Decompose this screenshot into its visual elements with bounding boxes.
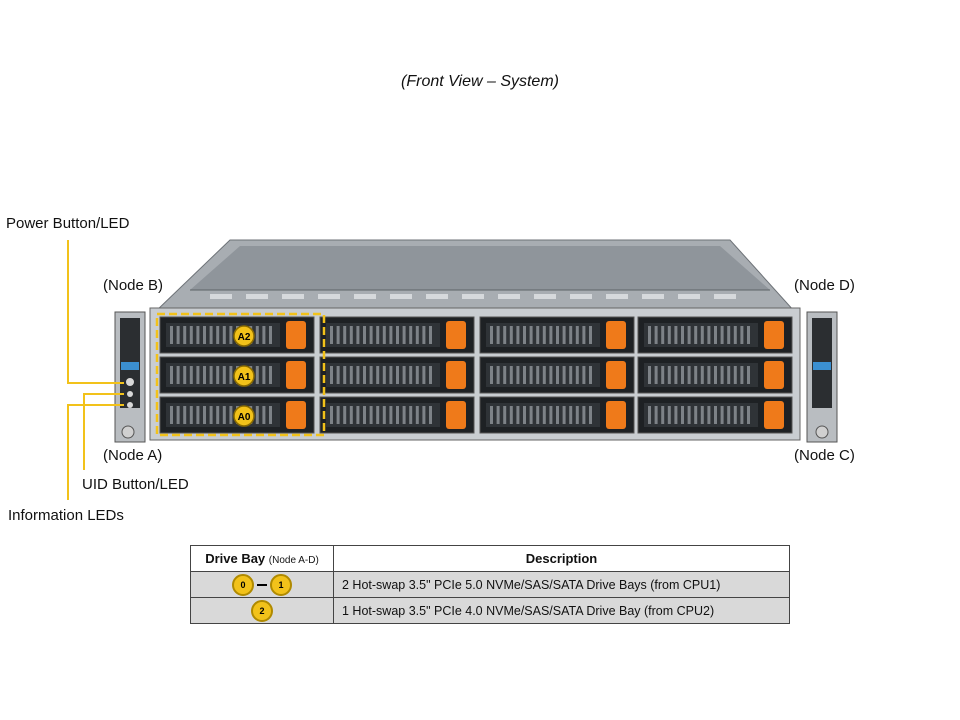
drive-latch: [286, 361, 306, 389]
table-header: Drive Bay (Node A-D) Description: [190, 545, 790, 572]
drive-latch: [606, 321, 626, 349]
drive-latch: [606, 401, 626, 429]
drive-tray: [479, 356, 635, 394]
left-logo-badge: [121, 362, 139, 370]
drive-tray: [637, 316, 793, 354]
drive-latch: [606, 361, 626, 389]
uid-button-label: UID Button/LED: [82, 476, 189, 493]
description-cell: 2 Hot-swap 3.5" PCIe 5.0 NVMe/SAS/SATA D…: [333, 571, 790, 598]
drive-latch: [446, 361, 466, 389]
node-d-label: (Node D): [794, 277, 855, 294]
svg-text:A1: A1: [238, 372, 251, 383]
right-thumbscrew-icon: [815, 425, 829, 439]
power-callout-line: [67, 240, 124, 384]
top-vents: [210, 294, 736, 299]
bay-2-badge: 2: [251, 599, 273, 622]
svg-text:A0: A0: [238, 412, 251, 423]
drive-latch: [286, 321, 306, 349]
header-description: Description: [333, 545, 790, 572]
drive-latch: [446, 401, 466, 429]
drive-latch: [446, 321, 466, 349]
header-drive-bay-note: (Node A-D): [268, 555, 319, 566]
drive-tray: [479, 396, 635, 434]
drive-tray: [319, 316, 475, 354]
drive-latch: [286, 401, 306, 429]
drive-tray: [319, 396, 475, 434]
bay-badge-a0: A0: [233, 405, 255, 427]
bay-0-badge: 0: [232, 573, 254, 596]
drive-tray: [159, 356, 315, 394]
header-drive-bay-text: Drive Bay: [205, 551, 266, 566]
description-cell: 1 Hot-swap 3.5" PCIe 4.0 NVMe/SAS/SATA D…: [333, 597, 790, 624]
header-drive-bay: Drive Bay (Node A-D): [190, 545, 334, 572]
node-c-label: (Node C): [794, 447, 855, 464]
node-a-label: (Node A): [103, 447, 163, 464]
figure-caption: (Front View – System): [401, 73, 559, 90]
right-logo-badge: [813, 362, 831, 370]
power-button-label: Power Button/LED: [6, 215, 130, 232]
left-thumbscrew-icon: [121, 425, 135, 439]
drive-tray: [637, 396, 793, 434]
drive-tray: [637, 356, 793, 394]
bay-badge-a2: A2: [233, 325, 255, 347]
bay-badge-a1: A1: [233, 365, 255, 387]
drive-bay-grid: [159, 316, 793, 434]
info-led-icon: [127, 402, 133, 408]
drive-tray: [479, 316, 635, 354]
info-callout-line: [67, 404, 124, 500]
drive-tray: [319, 356, 475, 394]
table-row: 2 1 Hot-swap 3.5" PCIe 4.0 NVMe/SAS/SATA…: [190, 597, 790, 624]
drive-latch: [764, 361, 784, 389]
uid-button-icon: [127, 391, 133, 397]
bay-cell: 2: [190, 597, 334, 624]
node-b-label: (Node B): [103, 277, 164, 294]
drive-latch: [764, 401, 784, 429]
bay-1-badge: 1: [270, 573, 292, 596]
range-dash: [257, 583, 267, 586]
information-leds-label: Information LEDs: [8, 507, 124, 524]
uid-callout-line: [83, 393, 124, 470]
chassis-top-panel: [190, 246, 770, 290]
svg-text:A2: A2: [238, 332, 251, 343]
drive-latch: [764, 321, 784, 349]
power-button-icon: [126, 378, 134, 386]
drive-tray: [159, 316, 315, 354]
